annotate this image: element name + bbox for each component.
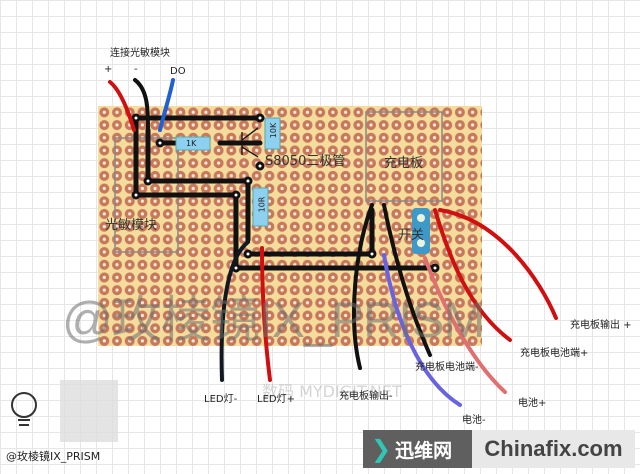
transistor-symbol bbox=[241, 127, 259, 158]
title-label: 连接光敏模块 bbox=[110, 48, 170, 59]
lightbulb-logo-icon bbox=[11, 392, 37, 426]
wire-label-minus: - bbox=[134, 64, 138, 75]
banner-en: Chinafix.com bbox=[472, 430, 635, 468]
label-charger-bat-plus: 充电板电池端+ bbox=[520, 348, 589, 359]
label-led-plus: LED灯+ bbox=[257, 394, 295, 405]
resistor-10r bbox=[252, 187, 269, 227]
transistor-label: S8050三极管 bbox=[265, 154, 346, 169]
watermark-mydigit: 数码 MYDIGIT.NET bbox=[262, 382, 402, 401]
sensor-label: 光敏模块 bbox=[105, 218, 158, 233]
label-charger-out-minus: 充电板输出- bbox=[339, 391, 393, 402]
chevron-right-icon: ❯ bbox=[371, 435, 392, 463]
resistor-1k bbox=[175, 136, 211, 151]
label-charger-out-plus: 充电板输出 + bbox=[570, 320, 632, 331]
label-bat-plus: 电池+ bbox=[518, 398, 547, 409]
resistor-10k-label: 10K bbox=[269, 122, 279, 139]
resistor-1k-label: 1K bbox=[186, 139, 197, 148]
chinafix-banner: ❯迅维网 Chinafix.com bbox=[363, 430, 635, 468]
resistor-10k bbox=[264, 117, 281, 150]
wires bbox=[108, 78, 558, 407]
switch-label: 开关 bbox=[398, 228, 425, 243]
banner-cn: 迅维网 bbox=[395, 439, 453, 462]
switch[interactable] bbox=[412, 208, 430, 254]
label-charger-bat-minus: 充电板电池端- bbox=[415, 362, 479, 373]
label-bat-minus: 电池- bbox=[462, 415, 486, 426]
label-led-minus: LED灯- bbox=[204, 394, 238, 405]
watermark-main: @玫棱镜IX_PRISM bbox=[62, 292, 485, 348]
charger-board-outline bbox=[365, 111, 443, 202]
logo-blur bbox=[60, 380, 118, 442]
resistor-10r-label: 10R bbox=[257, 196, 267, 213]
wire-label-plus: + bbox=[104, 64, 113, 75]
logo-text: @玫棱镜IX_PRISM bbox=[6, 450, 101, 463]
charger-label: 充电板 bbox=[384, 156, 424, 171]
wire-label-do: DO bbox=[170, 66, 186, 77]
